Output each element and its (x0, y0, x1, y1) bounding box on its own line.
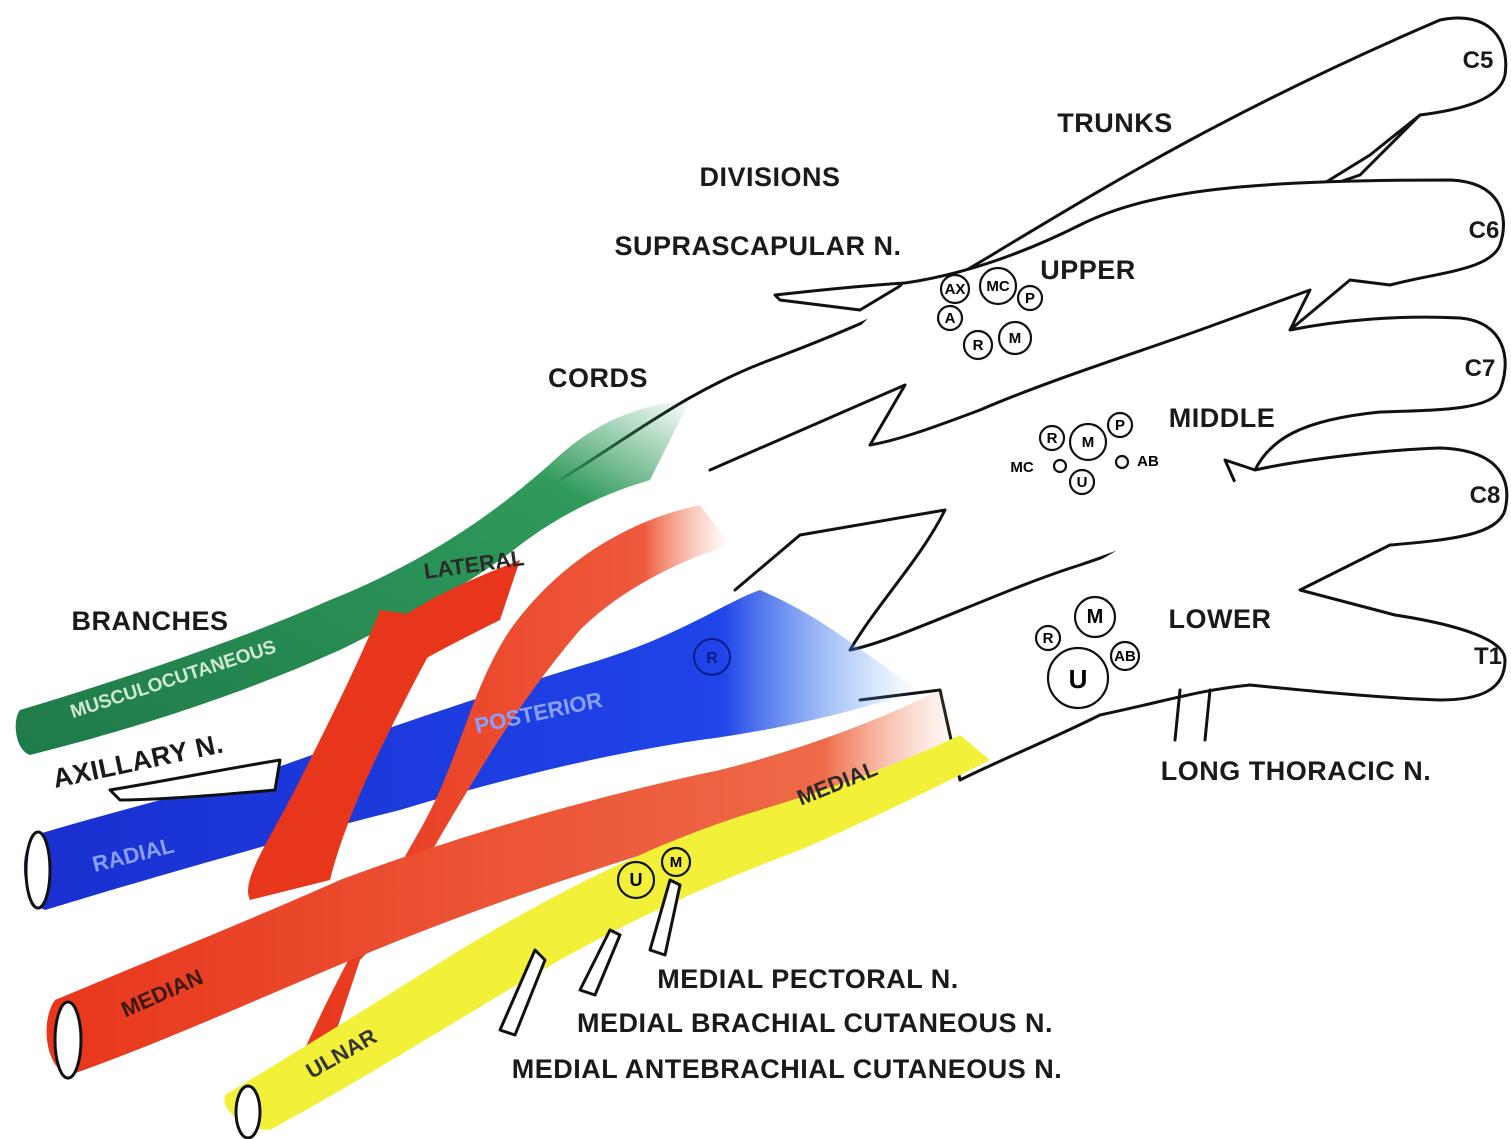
svg-text:M: M (670, 854, 683, 871)
svg-text:R: R (1043, 630, 1054, 647)
radial-cap (26, 832, 50, 908)
branches-label: BRANCHES (71, 606, 228, 636)
long-thoracic-label: LONG THORACIC N. (1161, 756, 1432, 786)
svg-text:U: U (1069, 664, 1088, 694)
root-c5: C5 (1463, 47, 1494, 74)
svg-text:AB: AB (1137, 453, 1159, 470)
svg-text:MC: MC (1010, 459, 1033, 476)
root-c8: C8 (1470, 482, 1501, 509)
svg-text:AX: AX (945, 281, 966, 298)
medial-brachial-label: MEDIAL BRACHIAL CUTANEOUS N. (577, 1008, 1053, 1038)
svg-text:U: U (630, 870, 643, 890)
medial-antebrachial-label: MEDIAL ANTEBRACHIAL CUTANEOUS N. (512, 1054, 1063, 1084)
svg-text:M: M (1009, 330, 1022, 347)
ulnar-cap (236, 1086, 260, 1138)
svg-text:R: R (973, 337, 984, 354)
svg-text:P: P (1025, 290, 1035, 307)
suprascapular-label: SUPRASCAPULAR N. (614, 231, 901, 261)
median-cap (55, 1002, 81, 1078)
svg-text:M: M (1082, 434, 1095, 451)
root-c6: C6 (1469, 217, 1500, 244)
root-t1: T1 (1474, 643, 1502, 670)
svg-text:P: P (1115, 417, 1125, 434)
svg-text:AB: AB (1114, 648, 1136, 665)
long-thoracic-stubs (1175, 690, 1210, 740)
svg-text:M: M (1087, 606, 1104, 628)
trunks-label: TRUNKS (1057, 108, 1173, 138)
root-c7: C7 (1465, 355, 1496, 382)
svg-text:R: R (1047, 430, 1058, 447)
svg-text:A: A (945, 310, 956, 327)
middle-trunk-label: MIDDLE (1169, 403, 1276, 433)
upper-trunk-label: UPPER (1040, 255, 1136, 285)
svg-text:U: U (1077, 474, 1088, 491)
svg-text:R: R (706, 650, 718, 667)
divisions-label: DIVISIONS (699, 162, 840, 192)
svg-text:MC: MC (986, 278, 1009, 295)
medial-pectoral-label: MEDIAL PECTORAL N. (657, 964, 959, 994)
cords-label: CORDS (548, 363, 648, 393)
lower-trunk-label: LOWER (1169, 604, 1272, 634)
